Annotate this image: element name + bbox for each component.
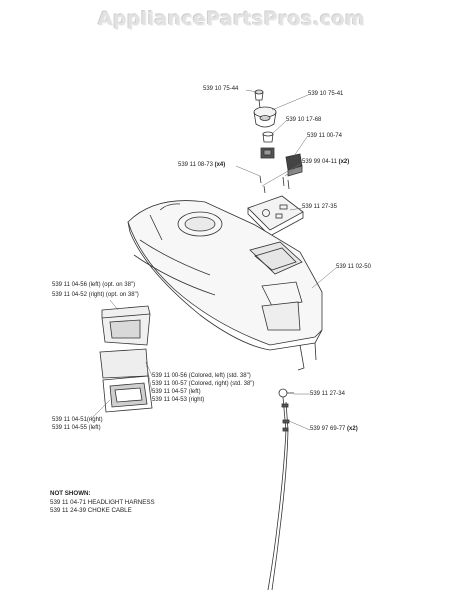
quantity: (x4) <box>214 162 226 168</box>
label-539110453: 539 11 04-53 (right) <box>152 397 205 403</box>
label-539110074: 539 11 00-74 <box>307 133 342 139</box>
not-shown-item: 539 11 04-71 HEADLIGHT HARNESS <box>50 498 155 506</box>
leader-lines <box>89 89 337 431</box>
label-539112734: 539 11 27-34 <box>310 391 345 397</box>
choke-cable <box>267 388 294 591</box>
not-shown-item: 539 11 24-39 CHOKE CABLE <box>50 507 132 514</box>
quantity: (x2) <box>347 426 358 432</box>
label-539110056: 539 11 00-56 (Colored, left) (std. 38") <box>152 373 251 379</box>
label-539101768: 539 10 17-68 <box>286 117 322 123</box>
ignition-switch <box>253 106 277 128</box>
label-539110452: 539 11 04-52 (right) (opt. on 38") <box>52 292 139 298</box>
label-539110455: 539 11 04-55 (left) <box>52 425 101 431</box>
label-539112735: 539 11 27-35 <box>302 204 337 210</box>
headlight-frame <box>102 375 153 413</box>
label-539110057: 539 11 00-57 (Colored, right) (std. 38") <box>152 381 255 387</box>
label-539976977: 539 97 69-77 (x2) <box>310 426 358 433</box>
label-539990411: 539 99 04-11 (x2) <box>302 159 349 166</box>
choke-knob <box>254 89 264 109</box>
headlight-cover <box>99 348 149 379</box>
label-539110456: 539 11 04-56 (left) (opt. on 38") <box>52 282 136 288</box>
not-shown-heading: NOT SHOWN: <box>50 490 91 497</box>
label-539110250: 539 11 02-50 <box>336 264 371 270</box>
label-539107541: 539 10 75-41 <box>308 91 344 97</box>
not-shown-notes: NOT SHOWN: 539 11 04-71 HEADLIGHT HARNES… <box>50 490 155 516</box>
quantity: (x2) <box>338 159 350 165</box>
part-number: 539 99 04-11 <box>302 159 337 165</box>
label-539110457: 539 11 04-57 (left) <box>152 389 201 395</box>
screws <box>259 175 290 194</box>
headlight-lens <box>101 305 151 346</box>
label-539110451: 539 11 04-51(right) <box>52 417 103 423</box>
switch-body <box>260 131 275 159</box>
label-539107544: 539 10 75-44 <box>203 86 239 92</box>
hood-body <box>127 200 323 371</box>
part-number: 539 97 69-77 <box>310 426 346 432</box>
part-number: 539 11 08-73 <box>178 162 213 168</box>
label-539110873: 539 11 08-73 (x4) <box>178 162 225 169</box>
watermark: AppliancePartsPros.com <box>97 8 365 30</box>
